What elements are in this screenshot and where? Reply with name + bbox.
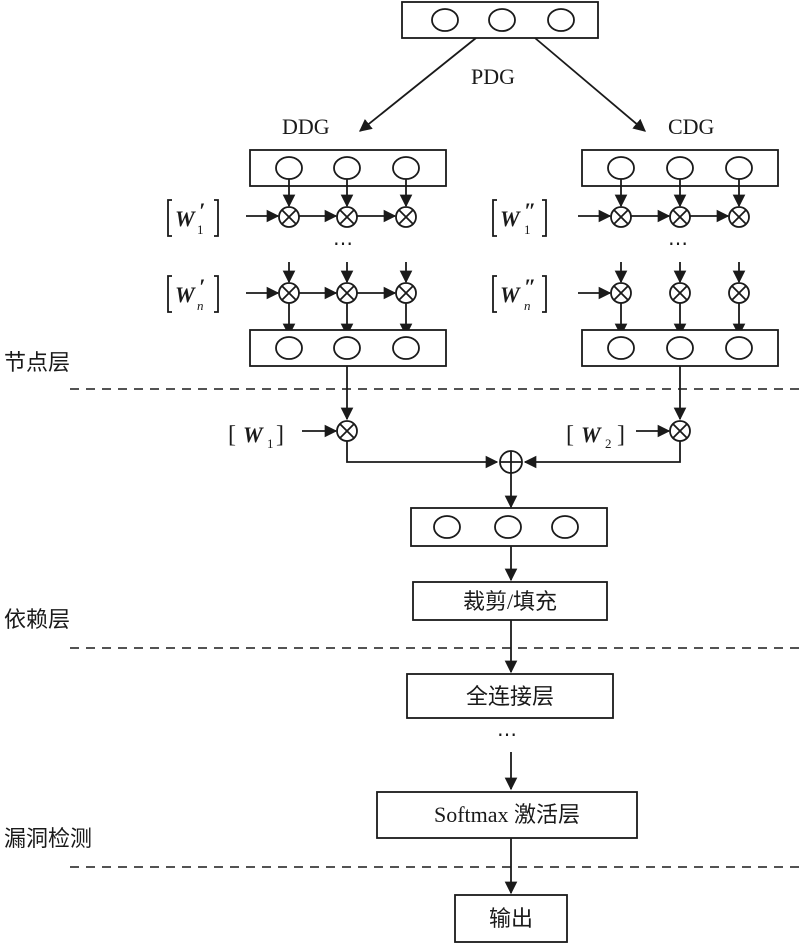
- weight-wn-double-prime: W ″ n: [492, 274, 547, 313]
- softmax-label: Softmax 激活层: [434, 802, 580, 827]
- svg-text:]: ]: [276, 422, 284, 448]
- weight-w1-double-prime: W ″ 1: [492, 198, 547, 237]
- ddg-rown-multiplies: [246, 282, 417, 304]
- fully-connected-block: [406, 673, 614, 719]
- svg-text:2: 2: [605, 436, 612, 451]
- layer-label-node: 节点层: [4, 350, 70, 375]
- weight-w1-prime: W ′ 1: [167, 198, 219, 237]
- multiply-icon: [669, 206, 691, 228]
- multiply-icon: [278, 206, 300, 228]
- svg-text:W: W: [175, 206, 196, 231]
- output-block: [454, 894, 568, 943]
- multiply-icon: [336, 206, 358, 228]
- ddg-row1-multiplies: [246, 206, 417, 228]
- svg-text:1: 1: [267, 436, 274, 451]
- ddg-to-sum-arrow: [346, 441, 499, 469]
- weight-w1: [ W 1 ]: [228, 422, 284, 451]
- ddg-output-vector: [249, 329, 447, 367]
- output-label: 输出: [489, 906, 533, 931]
- ddg-vertical-links: [282, 179, 413, 337]
- multiply-icon: [728, 206, 750, 228]
- cdg-ellipsis: ⋯: [668, 233, 688, 255]
- arrow-pdg-to-ddg: [359, 37, 477, 132]
- fully-connected-label: 全连接层: [466, 684, 554, 709]
- svg-text:W: W: [500, 206, 521, 231]
- svg-text:1: 1: [524, 222, 531, 237]
- svg-text:n: n: [524, 298, 531, 313]
- multiply-icon: [728, 282, 750, 304]
- svg-text:[: [: [228, 422, 236, 448]
- arrow-pdg-to-cdg: [534, 37, 646, 132]
- ddg-input-vector: [249, 149, 447, 187]
- crop-pad-block: [412, 581, 608, 621]
- cdg-vertical-links: [614, 179, 746, 337]
- ddg-ellipsis: ⋯: [333, 233, 353, 255]
- layer-label-dependency: 依赖层: [4, 607, 70, 632]
- svg-text:′: ′: [199, 274, 205, 299]
- weight-w2: [ W 2 ]: [566, 422, 625, 451]
- multiply-icon: [669, 282, 691, 304]
- softmax-block: [376, 791, 638, 839]
- weight-wn-prime: W ′ n: [167, 274, 219, 313]
- multiply-icon: [610, 206, 632, 228]
- svg-text:″: ″: [524, 274, 536, 299]
- ddg-label: DDG: [282, 114, 330, 139]
- cdg-label: CDG: [668, 114, 715, 139]
- multiply-icon: [278, 282, 300, 304]
- plus-icon: [499, 450, 523, 474]
- svg-text:W: W: [500, 282, 521, 307]
- svg-text:W: W: [175, 282, 196, 307]
- svg-text:]: ]: [617, 422, 625, 448]
- multiply-icon: [395, 282, 417, 304]
- cdg-row1-multiplies: [578, 206, 750, 228]
- svg-text:″: ″: [524, 198, 536, 223]
- svg-text:n: n: [197, 298, 204, 313]
- multiply-icon: [669, 420, 691, 442]
- multiply-icon: [610, 282, 632, 304]
- svg-text:1: 1: [197, 222, 204, 237]
- multiply-icon: [336, 420, 358, 442]
- layer-label-vuln-detect: 漏洞检测: [4, 826, 92, 851]
- svg-text:′: ′: [199, 198, 205, 223]
- multiply-icon: [336, 282, 358, 304]
- fc-ellipsis: ⋯: [497, 724, 517, 746]
- fused-vector: [410, 507, 608, 547]
- crop-pad-label: 裁剪/填充: [463, 589, 557, 614]
- multiply-icon: [395, 206, 417, 228]
- cdg-output-vector: [581, 329, 779, 367]
- cdg-rown-multiplies: [578, 282, 750, 304]
- svg-text:W: W: [581, 422, 602, 447]
- pdg-vector: [401, 1, 599, 39]
- cdg-to-sum-arrow: [523, 441, 681, 469]
- pdg-label: PDG: [471, 64, 515, 89]
- svg-text:W: W: [243, 422, 264, 447]
- svg-text:[: [: [566, 422, 574, 448]
